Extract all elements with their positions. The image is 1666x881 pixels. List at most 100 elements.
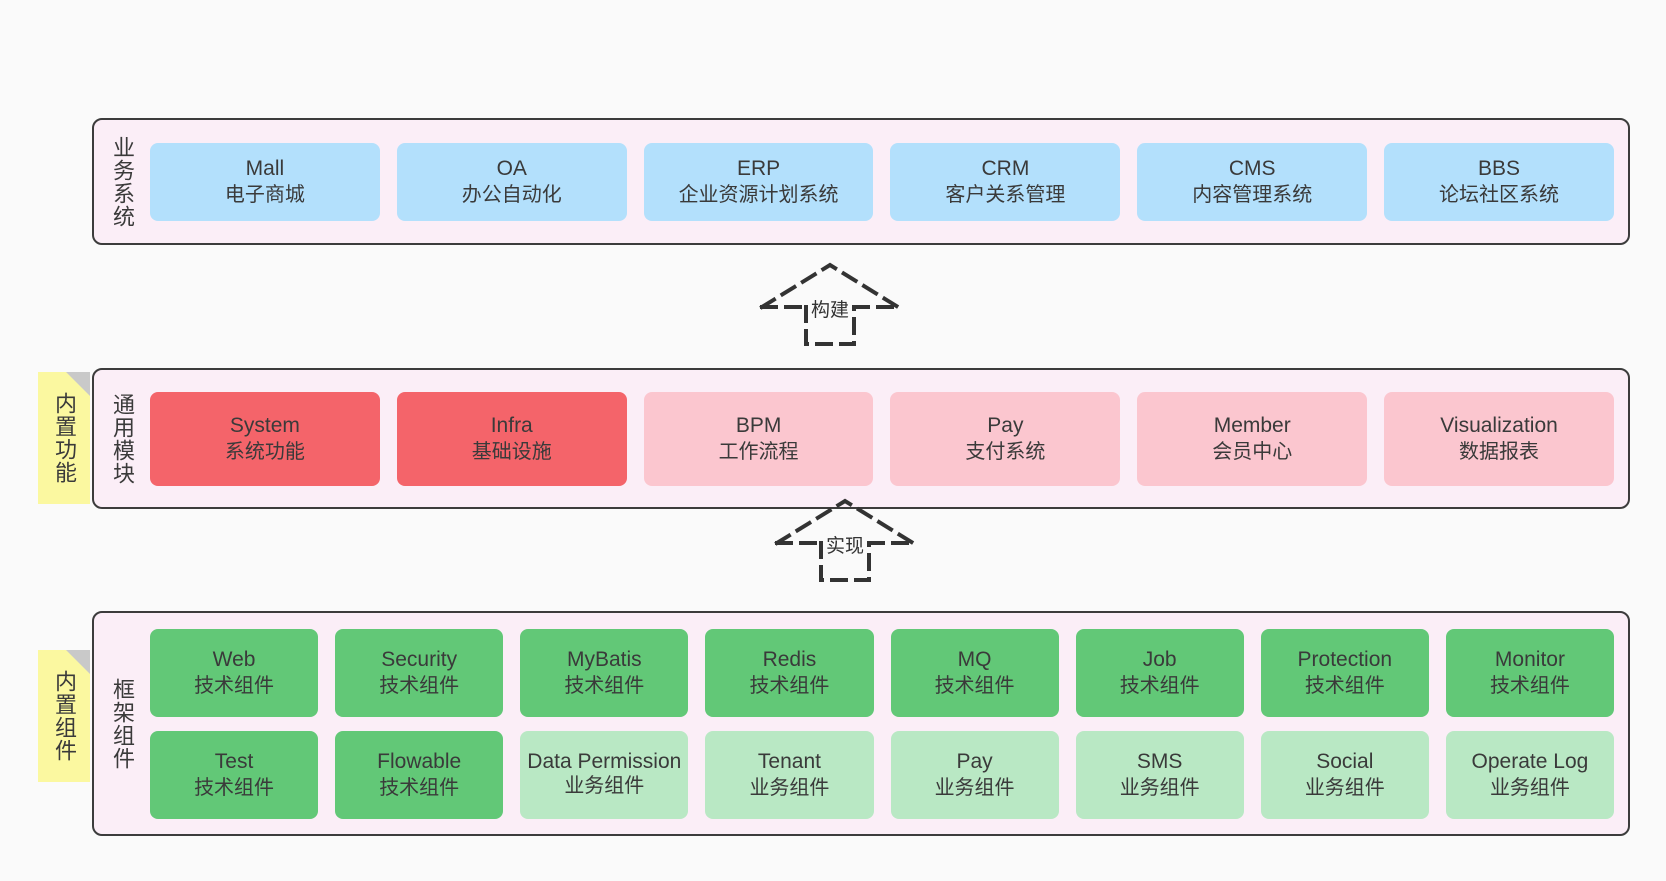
card-crm[interactable]: CRM 客户关系管理 [890,142,1121,221]
layer-common-module: 通用模块 System 系统功能 Infra 基础设施 BPM 工作流程 Pay… [92,368,1630,509]
note-fold-corner-icon [66,372,90,396]
layer-title-business-system: 业务系统 [109,135,135,228]
card-subtitle: 业务组件 [1304,777,1385,800]
card-data-permission[interactable]: Data Permission 业务组件 [520,730,689,819]
card-title: CMS [1228,156,1276,180]
card-subtitle: 工作流程 [718,441,799,464]
card-member[interactable]: Member 会员中心 [1137,391,1368,486]
card-subtitle: 技术组件 [194,675,275,698]
card-title: Job [1142,647,1177,671]
arrow-implement-label: 实现 [825,536,865,557]
card-title: Pay [987,413,1024,437]
card-subtitle: 会员中心 [1212,441,1293,464]
card-title: Redis [762,647,817,671]
card-tenant[interactable]: Tenant 业务组件 [705,730,874,819]
card-cms[interactable]: CMS 内容管理系统 [1137,142,1368,221]
card-social[interactable]: Social 业务组件 [1260,730,1429,819]
card-title: BBS [1478,156,1521,180]
card-title: Mall [245,156,285,180]
card-title: Web [212,647,256,671]
module-card-row: System 系统功能 Infra 基础设施 BPM 工作流程 Pay 支付系统… [150,391,1614,486]
card-subtitle: 技术组件 [564,675,645,698]
card-security[interactable]: Security 技术组件 [335,628,504,717]
card-title: System [229,413,300,437]
layer-title-common-module: 通用模块 [109,392,135,485]
layer-framework-component: 框架组件 Web 技术组件 Security 技术组件 MyBatis 技术组件… [92,611,1630,836]
card-subtitle: 业务组件 [1489,777,1570,800]
card-sms[interactable]: SMS 业务组件 [1075,730,1244,819]
card-flowable[interactable]: Flowable 技术组件 [335,730,504,819]
card-title: Social [1316,749,1374,773]
card-title: Member [1213,413,1291,437]
card-subtitle: 技术组件 [934,675,1015,698]
card-subtitle: 业务组件 [1119,777,1200,800]
card-title: Test [214,749,254,773]
card-title: OA [496,156,527,180]
card-subtitle: 电子商城 [224,184,305,207]
card-subtitle: 技术组件 [379,777,460,800]
card-subtitle: 办公自动化 [461,184,562,207]
card-title: MQ [957,647,992,671]
card-subtitle: 技术组件 [1304,675,1385,698]
note-label: 内置组件 [51,670,77,762]
layer-body-business-system: Mall 电子商城 OA 办公自动化 ERP 企业资源计划系统 CRM 客户关系… [150,120,1628,243]
card-erp[interactable]: ERP 企业资源计划系统 [643,142,874,221]
card-subtitle: 数据报表 [1459,441,1540,464]
card-visualization[interactable]: Visualization 数据报表 [1384,391,1614,486]
card-title: CRM [981,156,1030,180]
card-oa[interactable]: OA 办公自动化 [396,142,627,221]
card-mq[interactable]: MQ 技术组件 [890,628,1059,717]
layer-body-framework-component: Web 技术组件 Security 技术组件 MyBatis 技术组件 Redi… [150,613,1628,834]
card-title: Flowable [377,749,462,773]
card-subtitle: 系统功能 [224,441,305,464]
card-title: Pay [956,749,993,773]
card-system[interactable]: System 系统功能 [150,391,380,486]
card-subtitle: 业务组件 [749,777,830,800]
card-title: Data Permission [527,749,682,773]
card-mall[interactable]: Mall 电子商城 [150,142,380,221]
card-monitor[interactable]: Monitor 技术组件 [1445,628,1614,717]
arrow-build: 构建 [759,262,901,346]
note-fold-corner-icon [66,650,90,674]
business-card-row: Mall 电子商城 OA 办公自动化 ERP 企业资源计划系统 CRM 客户关系… [150,142,1614,221]
card-subtitle: 业务组件 [564,775,645,798]
card-subtitle: 技术组件 [1119,675,1200,698]
card-bbs[interactable]: BBS 论坛社区系统 [1384,142,1614,221]
arrow-build-label: 构建 [810,300,850,321]
card-subtitle: 客户关系管理 [945,184,1066,207]
note-builtin-components: 内置组件 [38,650,90,782]
card-title: ERP [736,156,781,180]
card-pay-module[interactable]: Pay 支付系统 [890,391,1121,486]
card-subtitle: 技术组件 [1489,675,1570,698]
card-job[interactable]: Job 技术组件 [1075,628,1244,717]
card-protection[interactable]: Protection 技术组件 [1260,628,1429,717]
note-builtin-features: 内置功能 [38,372,90,504]
card-redis[interactable]: Redis 技术组件 [705,628,874,717]
card-infra[interactable]: Infra 基础设施 [396,391,627,486]
layer-body-common-module: System 系统功能 Infra 基础设施 BPM 工作流程 Pay 支付系统… [150,370,1628,507]
card-subtitle: 技术组件 [194,777,275,800]
card-test[interactable]: Test 技术组件 [150,730,319,819]
card-subtitle: 支付系统 [965,441,1046,464]
card-subtitle: 业务组件 [934,777,1015,800]
card-web[interactable]: Web 技术组件 [150,628,319,717]
card-title: SMS [1136,749,1183,773]
layer-business-system: 业务系统 Mall 电子商城 OA 办公自动化 ERP 企业资源计划系统 CRM… [92,118,1630,245]
arrow-shaft [819,541,871,582]
card-operate-log[interactable]: Operate Log 业务组件 [1445,730,1614,819]
card-title: BPM [735,413,782,437]
card-title: Protection [1297,647,1393,671]
arrow-shaft [804,305,856,346]
card-bpm[interactable]: BPM 工作流程 [643,391,874,486]
card-subtitle: 企业资源计划系统 [678,184,839,207]
card-mybatis[interactable]: MyBatis 技术组件 [520,628,689,717]
card-title: Monitor [1494,647,1565,671]
card-subtitle: 内容管理系统 [1192,184,1313,207]
card-subtitle: 论坛社区系统 [1439,184,1560,207]
card-pay-component[interactable]: Pay 业务组件 [890,730,1059,819]
framework-card-row-2: Test 技术组件 Flowable 技术组件 Data Permission … [150,730,1614,819]
arrow-head-outline [759,262,901,310]
card-subtitle: 基础设施 [471,441,552,464]
arrow-implement: 实现 [774,498,916,582]
